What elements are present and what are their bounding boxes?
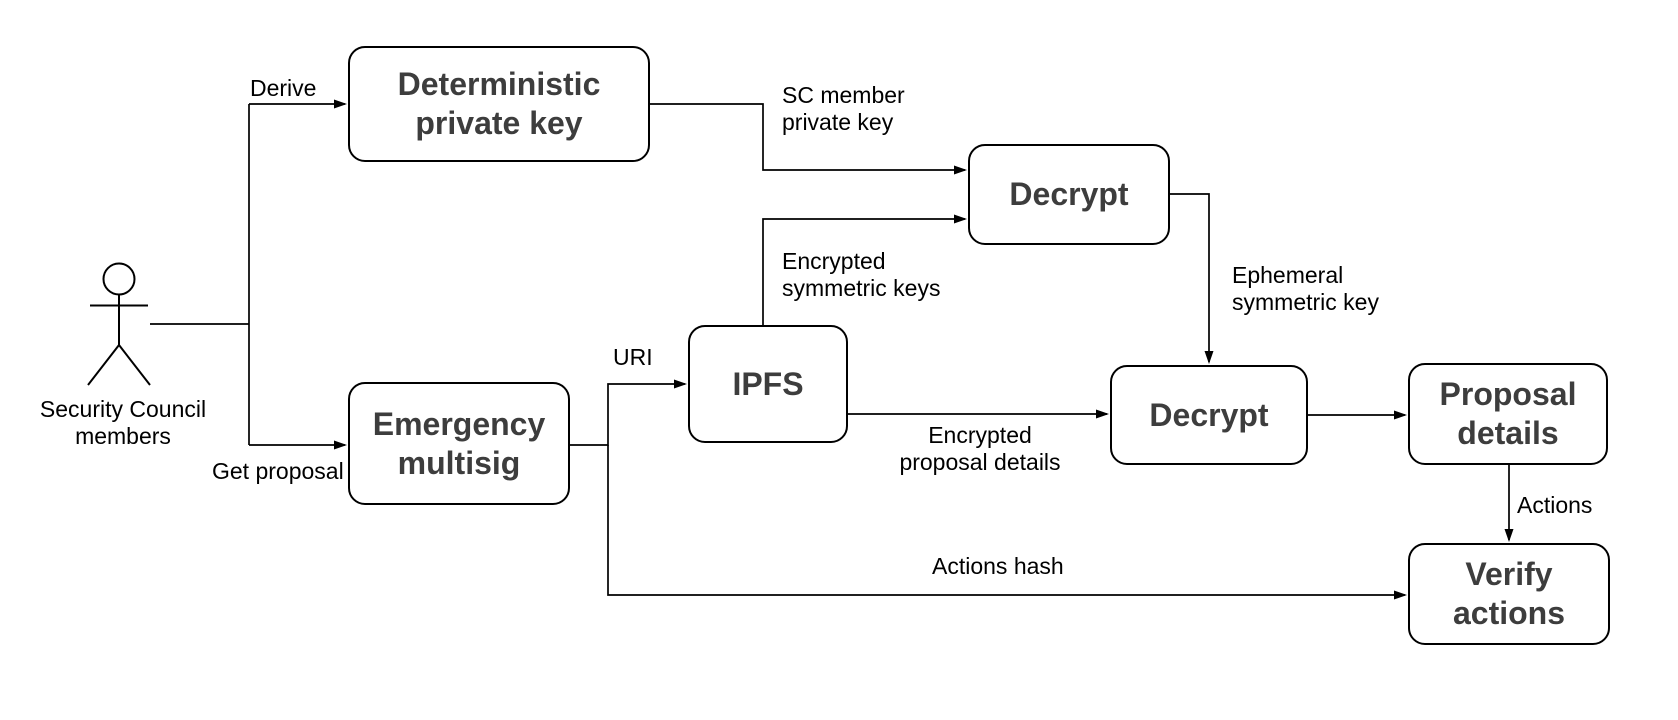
label-security-council-members: Security Council members xyxy=(39,396,207,449)
label-ephemeral-symmetric-key: Ephemeral symmetric key xyxy=(1232,262,1379,315)
node-proposal-details: Proposal details xyxy=(1408,363,1608,465)
node-decrypt-1: Decrypt xyxy=(968,144,1170,245)
edge-uri xyxy=(570,379,687,446)
label-sc-member-private-key: SC member private key xyxy=(782,82,905,135)
node-deterministic-private-key: Deterministic private key xyxy=(348,46,650,162)
label-get-proposal: Get proposal xyxy=(212,458,344,484)
node-proposal-details-label: Proposal details xyxy=(1439,376,1577,451)
label-encrypted-proposal-details: Encrypted proposal details xyxy=(899,422,1061,475)
label-derive: Derive xyxy=(250,75,317,101)
edge-encrypted-symmetric-keys xyxy=(762,214,967,325)
label-actions-hash: Actions hash xyxy=(932,553,1064,579)
node-ipfs-label: IPFS xyxy=(732,365,804,402)
edge-sc-member-private-key xyxy=(650,103,967,175)
edge-ephemeral-symmetric-key xyxy=(1170,193,1214,364)
label-encrypted-symmetric-keys: Encrypted symmetric keys xyxy=(782,248,941,301)
node-verify-actions: Verify actions xyxy=(1408,543,1610,645)
node-verify-actions-label: Verify actions xyxy=(1452,556,1566,631)
node-emergency-multisig-label: Emergency multisig xyxy=(372,405,546,481)
actor-icon xyxy=(87,262,151,386)
node-emergency-multisig: Emergency multisig xyxy=(348,382,570,505)
actor-head xyxy=(102,262,136,296)
edge-actions-hash xyxy=(607,445,1407,600)
node-decrypt-2-label: Decrypt xyxy=(1149,396,1269,433)
label-actions: Actions xyxy=(1517,492,1593,518)
label-uri: URI xyxy=(613,344,653,370)
node-decrypt-2: Decrypt xyxy=(1110,365,1308,465)
actor-legs xyxy=(87,344,151,386)
node-deterministic-private-key-label: Deterministic private key xyxy=(397,66,601,141)
node-ipfs: IPFS xyxy=(688,325,848,443)
node-decrypt-1-label: Decrypt xyxy=(1009,176,1129,212)
